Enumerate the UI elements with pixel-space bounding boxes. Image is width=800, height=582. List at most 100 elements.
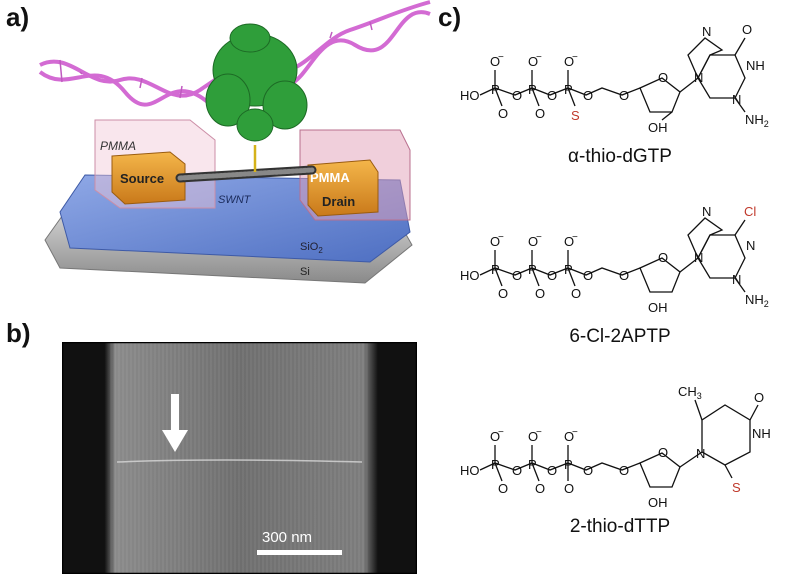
svg-text:P: P (564, 457, 573, 472)
svg-text:O: O (490, 429, 500, 444)
svg-text:O: O (512, 268, 522, 283)
svg-text:−: − (498, 232, 504, 243)
nanotube (175, 165, 317, 183)
si-label: Si (300, 266, 310, 278)
svg-text:S: S (732, 480, 741, 495)
svg-text:O: O (490, 234, 500, 249)
svg-text:O: O (535, 286, 545, 301)
svg-text:NH: NH (746, 58, 765, 73)
svg-text:−: − (498, 427, 504, 438)
source-electrode (111, 151, 186, 205)
molecule-name-6-cl-2aptp: 6-Cl-2APTP (569, 326, 670, 347)
drain-electrode (307, 159, 379, 217)
svg-text:P: P (564, 82, 573, 97)
svg-text:O: O (512, 88, 522, 103)
svg-text:O: O (498, 106, 508, 121)
svg-text:O: O (535, 481, 545, 496)
svg-text:O: O (583, 463, 593, 478)
svg-text:O: O (547, 463, 557, 478)
svg-text:O: O (547, 268, 557, 283)
svg-text:O: O (583, 268, 593, 283)
scale-bar-label: 300 nm (262, 529, 312, 546)
svg-text:O: O (498, 286, 508, 301)
svg-text:O: O (535, 106, 545, 121)
svg-text:NH2: NH2 (745, 292, 769, 309)
molecule-alpha-thio-dgtp (479, 37, 746, 121)
svg-text:O: O (571, 286, 581, 301)
svg-text:O: O (619, 268, 629, 283)
svg-text:N: N (696, 446, 705, 461)
svg-text:O: O (658, 445, 668, 460)
sio2-label: SiO2 (300, 241, 323, 255)
device-schematic: Si SiO2 PMMA Source PMMA Drain SWNT (38, 0, 431, 284)
scale-bar (257, 550, 342, 555)
svg-text:O: O (564, 481, 574, 496)
svg-text:N: N (746, 238, 755, 253)
svg-text:HO: HO (460, 463, 480, 478)
svg-text:−: − (572, 427, 578, 438)
svg-text:N: N (702, 24, 711, 39)
svg-text:N: N (732, 92, 741, 107)
svg-text:O: O (619, 463, 629, 478)
svg-text:O: O (564, 429, 574, 444)
svg-text:O: O (547, 88, 557, 103)
svg-text:−: − (536, 427, 542, 438)
svg-text:CH3: CH3 (678, 384, 702, 401)
svg-text:P: P (564, 262, 573, 277)
drain-label: Drain (322, 194, 355, 209)
molecule-6-cl-2aptp (479, 217, 746, 293)
afm-image: 300 nm (62, 342, 417, 574)
polymerase-protein (205, 23, 308, 142)
svg-text:O: O (528, 429, 538, 444)
svg-text:O: O (490, 54, 500, 69)
svg-text:P: P (528, 262, 537, 277)
svg-text:O: O (742, 22, 752, 37)
svg-text:O: O (498, 481, 508, 496)
svg-text:HO: HO (460, 88, 480, 103)
svg-text:P: P (491, 457, 500, 472)
svg-text:P: P (528, 82, 537, 97)
pmma-left-label: PMMA (100, 139, 136, 153)
svg-text:NH2: NH2 (745, 112, 769, 129)
svg-text:N: N (694, 70, 703, 85)
svg-text:N: N (732, 272, 741, 287)
svg-text:NH: NH (752, 426, 771, 441)
molecule-name-alpha-thio-dgtp: α-thio-dGTP (568, 146, 672, 167)
svg-text:P: P (491, 262, 500, 277)
svg-text:−: − (498, 52, 504, 63)
svg-text:N: N (694, 250, 703, 265)
svg-text:OH: OH (648, 495, 668, 510)
svg-text:−: − (536, 232, 542, 243)
svg-text:O: O (658, 70, 668, 85)
svg-text:O: O (619, 88, 629, 103)
svg-text:O: O (564, 54, 574, 69)
panel-label-a: a) (6, 2, 30, 32)
svg-text:OH: OH (648, 120, 668, 135)
svg-text:P: P (491, 82, 500, 97)
svg-text:O: O (754, 390, 764, 405)
panel-label-b: b) (6, 318, 31, 348)
svg-text:OH: OH (648, 300, 668, 315)
svg-text:P: P (528, 457, 537, 472)
panel-label-c: c) (438, 2, 462, 32)
svg-text:Cl: Cl (744, 204, 756, 219)
svg-text:HO: HO (460, 268, 480, 283)
svg-text:O: O (512, 463, 522, 478)
molecule-2-thio-dttp (479, 399, 759, 488)
svg-text:O: O (564, 234, 574, 249)
svg-text:S: S (571, 108, 580, 123)
dna-bases (59, 21, 373, 99)
svg-text:O: O (528, 54, 538, 69)
svg-text:−: − (572, 232, 578, 243)
swnt-label: SWNT (218, 194, 252, 206)
nanotube-trace (116, 459, 363, 463)
svg-text:O: O (583, 88, 593, 103)
svg-text:−: − (572, 52, 578, 63)
svg-text:N: N (702, 204, 711, 219)
source-label: Source (120, 171, 164, 186)
arrow-icon (162, 394, 188, 452)
svg-text:−: − (536, 52, 542, 63)
